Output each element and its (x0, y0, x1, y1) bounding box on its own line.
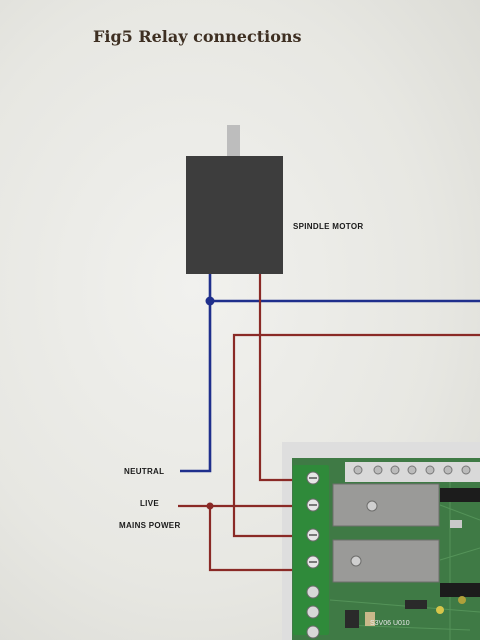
motor-shaft (227, 125, 240, 158)
spindle-motor-label: SPINDLE MOTOR (293, 222, 364, 231)
terminal-block (293, 465, 329, 635)
relay-board (282, 442, 480, 640)
figure-title: Fig5 Relay connections (93, 27, 302, 46)
live-wiring (178, 274, 480, 572)
neutral-wiring (180, 274, 480, 473)
neutral-junction (205, 296, 215, 306)
live-junction (206, 502, 214, 510)
terminal-screws (306, 471, 320, 639)
top-terminal-header (345, 462, 480, 482)
mains-power-label: MAINS POWER (119, 521, 181, 530)
board-silkscreen: S3V06 U010 (370, 620, 410, 627)
relay-2 (332, 539, 440, 583)
relay-1 (332, 483, 440, 527)
live-label: LIVE (140, 499, 159, 508)
spindle-motor-body (186, 156, 283, 274)
neutral-label: NEUTRAL (124, 467, 165, 476)
